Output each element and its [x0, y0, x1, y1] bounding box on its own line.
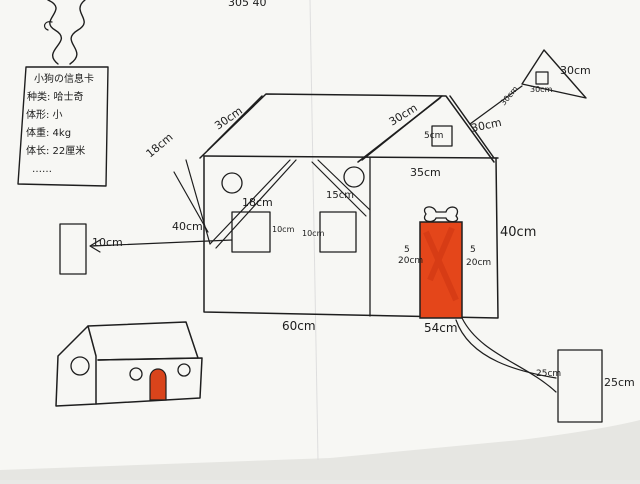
- brace-right: [311, 159, 371, 217]
- roof-flag: [469, 49, 587, 125]
- house-walls: [203, 155, 499, 319]
- label-base-width: 60cm: [282, 319, 316, 333]
- sign-arrow-head: [89, 239, 101, 253]
- info-line-weight: 体重: 4kg: [26, 126, 71, 139]
- left-sign: [59, 223, 87, 275]
- main-house: [173, 93, 499, 319]
- smoke-curl: [43, 21, 53, 31]
- label-sign-left: 10cm: [92, 236, 123, 249]
- label-door-h-right: 5: [470, 245, 476, 255]
- smoke-line-1: [47, 0, 62, 65]
- top-edge-text: 305 40: [228, 0, 267, 9]
- cable-1: [455, 319, 557, 379]
- label-box-right: 25cm: [604, 376, 635, 389]
- label-house-height: 40cm: [500, 225, 536, 240]
- bone-sign: [423, 206, 459, 223]
- label-door-h-right-2: 20cm: [466, 258, 491, 268]
- roof-right-edge: [449, 95, 495, 159]
- smoke-line-2: [69, 0, 86, 65]
- label-window-left: 18cm: [242, 196, 273, 209]
- small-house: [55, 321, 203, 407]
- info-line-length: 体长: 22厘米: [26, 144, 85, 157]
- label-window-left-height: 10cm: [272, 225, 295, 234]
- label-window-mid-top: 15cm: [326, 190, 354, 201]
- eave-line: [203, 155, 499, 159]
- cable-2: [461, 317, 557, 393]
- label-door-h-left: 5: [404, 245, 410, 255]
- roof-window: [431, 125, 453, 147]
- window-mid: [319, 211, 357, 253]
- window-left: [231, 211, 271, 253]
- roof-inner-left: [207, 95, 263, 151]
- right-box: [557, 349, 603, 423]
- label-left-arm-bottom: 40cm: [172, 220, 203, 233]
- round-window-left: [221, 172, 243, 194]
- info-line-breed: 种类: 哈士奇: [27, 90, 84, 103]
- label-gate-width: 54cm: [424, 321, 458, 335]
- label-door-h-left-2: 20cm: [398, 256, 423, 266]
- info-line-more: ……: [32, 164, 52, 175]
- label-roof-window: 5cm: [424, 131, 443, 141]
- roof-right-slope: [361, 95, 443, 161]
- label-box-left: 25cm: [536, 369, 561, 379]
- sign-arrow-line: [91, 239, 233, 247]
- label-roof-right: 30cm: [470, 116, 503, 135]
- label-flag-inner: 30cm: [530, 85, 553, 94]
- label-door-top: 35cm: [410, 166, 441, 179]
- label-flag-right: 30cm: [560, 64, 591, 77]
- label-window-mid: 10cm: [302, 229, 325, 238]
- info-line-size: 体形: 小: [26, 109, 63, 121]
- main-door: [419, 206, 463, 319]
- info-card: 小狗の信息卡 种类: 哈士奇 体形: 小 体重: 4kg 体长: 22厘米 ……: [17, 66, 109, 187]
- brace-left: [209, 159, 297, 249]
- left-arm: [173, 159, 211, 245]
- round-window-right: [343, 166, 365, 188]
- info-line-title: 小狗の信息卡: [34, 72, 94, 85]
- paper-fold: [309, 0, 319, 461]
